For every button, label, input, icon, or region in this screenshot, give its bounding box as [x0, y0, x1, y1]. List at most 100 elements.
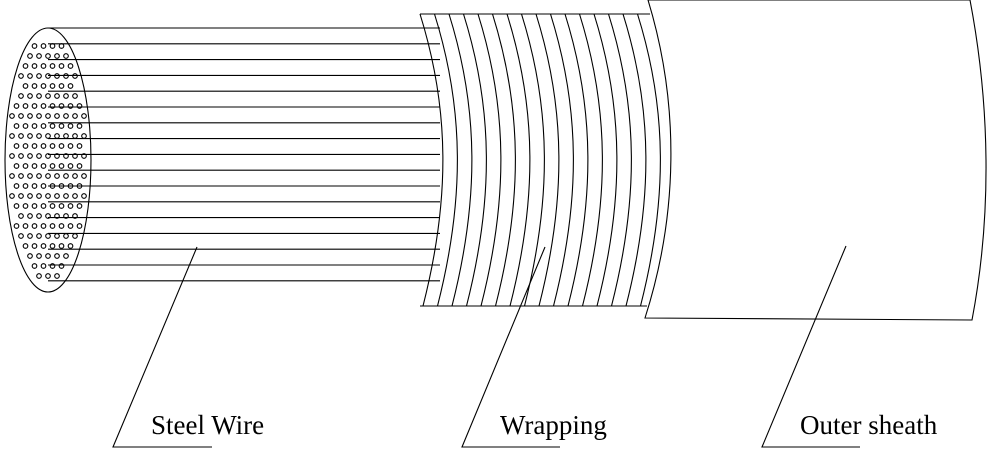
outer-sheath: [644, 0, 987, 321]
wire-dot: [22, 123, 29, 129]
wire-dot: [22, 243, 29, 249]
wire-dot: [58, 183, 65, 189]
wire-dot: [18, 233, 24, 239]
wrapping-band: [448, 13, 473, 307]
wire-dot: [27, 253, 33, 259]
wire-dot: [58, 143, 65, 149]
wire-dot: [58, 223, 65, 229]
wire-dot: [36, 73, 42, 79]
wire-dot: [40, 63, 47, 69]
wire-dot: [27, 193, 33, 199]
wire-dot: [63, 153, 69, 159]
wire-dot: [76, 103, 83, 109]
wire-dot: [22, 63, 29, 69]
wire-dot: [67, 123, 74, 129]
wire-dot: [40, 163, 47, 169]
wire-dot: [49, 183, 56, 189]
wire-dot: [49, 163, 56, 169]
wire-dot: [22, 223, 29, 229]
wire-dot: [54, 153, 60, 159]
wrapping-band: [419, 13, 444, 307]
wire-dot: [31, 83, 38, 89]
wire-dot: [27, 233, 33, 239]
wire-dot: [58, 63, 65, 69]
wire-dot: [36, 113, 42, 119]
wrapping-band: [433, 13, 458, 307]
wire-dot: [45, 173, 51, 179]
wire-dot: [13, 203, 20, 209]
wire-dot: [81, 153, 87, 159]
wire-dot: [49, 223, 56, 229]
wire-dot: [67, 63, 74, 69]
steel-wire-strands: [48, 27, 440, 282]
wrapping-band: [636, 13, 661, 307]
wrapping-band: [477, 13, 502, 307]
wire-dot: [81, 113, 87, 119]
wire-dot: [40, 83, 47, 89]
wire-dot: [72, 193, 78, 199]
wrapping-band: [549, 13, 574, 307]
wire-dot: [54, 273, 60, 279]
wrapping-band: [462, 13, 487, 307]
wire-dot: [40, 103, 47, 109]
wire-dot: [36, 133, 42, 139]
wire-cross-section-dots: [9, 43, 87, 279]
wire-dot: [27, 153, 33, 159]
wire-dot: [22, 143, 29, 149]
wire-dot: [36, 93, 42, 99]
wire-dot: [58, 263, 65, 269]
wire-dot: [45, 153, 51, 159]
wire-dot: [72, 73, 78, 79]
wire-dot: [63, 133, 69, 139]
wire-dot: [54, 113, 60, 119]
wire-dot: [31, 263, 38, 269]
wire-dot: [49, 203, 56, 209]
wire-dot: [54, 253, 60, 259]
wire-dot: [31, 183, 38, 189]
wire-dot: [63, 193, 69, 199]
wire-dot: [76, 223, 83, 229]
wire-dot: [18, 73, 24, 79]
wire-dot: [54, 73, 60, 79]
wire-dot: [45, 113, 51, 119]
wire-dot: [67, 183, 74, 189]
wire-dot: [67, 143, 74, 149]
wire-dot: [63, 93, 69, 99]
wire-dot: [18, 173, 24, 179]
wire-dot: [58, 83, 65, 89]
wire-dot: [18, 133, 24, 139]
wire-dot: [9, 193, 15, 199]
wire-dot: [13, 143, 20, 149]
wire-dot: [81, 173, 87, 179]
wire-dot: [67, 243, 74, 249]
wrapping-band: [622, 13, 647, 307]
wire-dot: [9, 133, 15, 139]
wrapping-band: [564, 13, 589, 307]
wrapping-band: [520, 13, 545, 307]
wire-dot: [18, 113, 24, 119]
wire-dot: [22, 183, 29, 189]
wire-dot: [54, 133, 60, 139]
wire-dot: [18, 193, 24, 199]
wire-dot: [72, 153, 78, 159]
wire-dot: [81, 193, 87, 199]
outer-sheath-label: Outer sheath: [800, 410, 938, 440]
wire-dot: [63, 53, 69, 59]
wire-dot: [63, 73, 69, 79]
wire-dot: [76, 203, 83, 209]
wire-dot: [9, 173, 15, 179]
wire-dot: [49, 83, 56, 89]
wire-dot: [45, 253, 51, 259]
wire-dot: [49, 263, 56, 269]
wire-dot: [63, 233, 69, 239]
wire-dot: [67, 223, 74, 229]
wire-dot: [45, 273, 51, 279]
wire-dot: [49, 43, 56, 49]
wire-dot: [13, 103, 20, 109]
wire-dot: [63, 213, 69, 219]
wire-dot: [27, 213, 33, 219]
leader-lines: [112, 245, 860, 448]
wire-dot: [76, 163, 83, 169]
wire-dot: [49, 243, 56, 249]
